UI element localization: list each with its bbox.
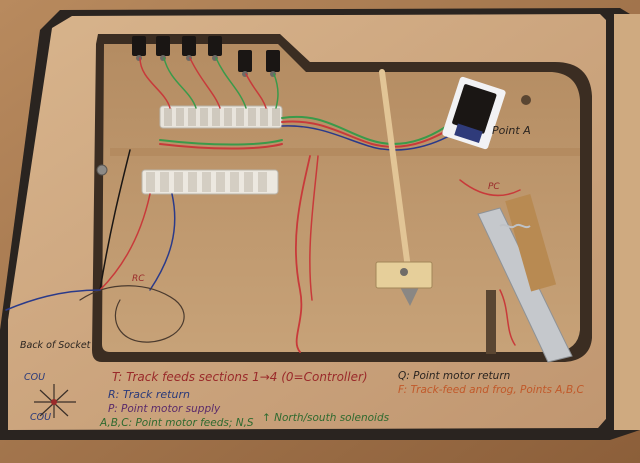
back-of-socket-label: Back of Socket bbox=[20, 340, 91, 351]
slider-block bbox=[375, 261, 433, 306]
compass-arrows bbox=[34, 384, 76, 418]
terminal-block-upper bbox=[159, 105, 283, 129]
annotation-point-motor-return: Q: Point motor return bbox=[398, 370, 511, 382]
cutout-base bbox=[102, 44, 580, 352]
annotation-rc: RC bbox=[132, 274, 145, 284]
annotation-north-south: ↑ North/south solenoids bbox=[262, 412, 390, 424]
divider-strip bbox=[110, 148, 580, 156]
mounting-hole bbox=[521, 95, 531, 105]
lever-assembly bbox=[477, 194, 573, 363]
annotation-frog-feed: F: Track-feed and frog, Points A,B,C bbox=[398, 384, 584, 396]
wire-harness bbox=[5, 57, 521, 353]
annotation-point-motor-supply: P: Point motor supply bbox=[108, 403, 221, 415]
annotation-point-motor-feeds: A,B,C: Point motor feeds; N,S bbox=[100, 417, 254, 429]
compass-cou-bottom: COU bbox=[30, 412, 52, 423]
right-frame bbox=[612, 14, 640, 430]
point-motor-module bbox=[442, 76, 506, 150]
compass-cou-top: COU bbox=[24, 372, 46, 383]
annotation-track-feeds: T: Track feeds sections 1→4 (0=Controlle… bbox=[112, 370, 368, 384]
annotation-track-return: R: Track return bbox=[108, 388, 190, 401]
actuator-rod bbox=[379, 69, 411, 271]
terminal-block-lower bbox=[141, 169, 279, 195]
socket-row bbox=[132, 36, 280, 72]
annotation-point-a: Point A bbox=[492, 124, 531, 137]
annotation-pc: PC bbox=[488, 182, 500, 192]
screw bbox=[96, 164, 108, 176]
